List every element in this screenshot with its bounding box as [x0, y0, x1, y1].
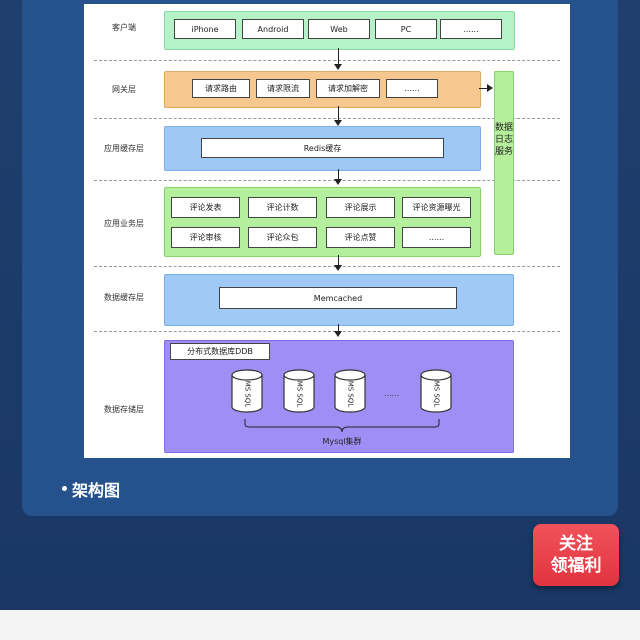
database-icon: MS SQL	[334, 369, 366, 413]
connector	[338, 324, 339, 332]
follow-button[interactable]: 关注 领福利	[533, 524, 619, 586]
database-icon: MS SQL	[420, 369, 452, 413]
database-label: MS SQL	[295, 380, 303, 408]
business-item: 评论点赞	[326, 227, 395, 248]
log-service-box: 数据日志服务	[494, 71, 514, 255]
redis-cache-box: Redis缓存	[201, 138, 444, 158]
business-item: 评论计数	[248, 197, 317, 218]
layer-label-data-cache: 数据缓存层	[104, 293, 144, 302]
arrow-down-icon	[334, 179, 342, 185]
layer-label-client: 客户端	[112, 23, 136, 32]
database-icon: MS SQL	[283, 369, 315, 413]
business-item: ......	[402, 227, 471, 248]
database-ellipsis: ......	[384, 389, 400, 398]
bottom-strip	[0, 610, 640, 640]
cluster-label: Mysql集群	[322, 437, 362, 446]
arrow-down-icon	[334, 64, 342, 70]
layer-label-data-storage: 数据存储层	[104, 405, 144, 414]
separator	[94, 331, 560, 332]
layer-label-gateway: 网关层	[112, 85, 136, 94]
business-item: 评论资源曝光	[402, 197, 471, 218]
separator	[94, 180, 560, 181]
caption: 架构图	[72, 481, 121, 500]
gateway-item-routing: 请求路由	[192, 79, 250, 98]
separator	[94, 266, 560, 267]
layer-label-app-business: 应用业务层	[104, 219, 144, 228]
separator	[94, 60, 560, 61]
gateway-item-more: ......	[386, 79, 438, 98]
log-service-label: 数据日志服务	[495, 123, 514, 157]
architecture-diagram: 客户端 iPhone Android Web PC ...... 网关层 请求路…	[84, 4, 570, 458]
connector	[338, 106, 339, 122]
client-item-iphone: iPhone	[174, 19, 236, 39]
layer-label-app-cache: 应用缓存层	[104, 144, 144, 153]
database-label: MS SQL	[432, 380, 440, 408]
connector	[338, 169, 339, 181]
ddb-label-box: 分布式数据库DDB	[170, 343, 270, 360]
arrow-down-icon	[334, 331, 342, 337]
arrow-down-icon	[334, 120, 342, 126]
connector	[338, 48, 339, 66]
client-item-android: Android	[242, 19, 304, 39]
connector	[479, 88, 487, 89]
client-item-more: ......	[440, 19, 502, 39]
arrow-down-icon	[334, 265, 342, 271]
business-item: 评论审核	[171, 227, 240, 248]
gateway-item-rate-limit: 请求限流	[256, 79, 310, 98]
follow-button-line2: 领福利	[550, 556, 602, 576]
business-item: 评论众包	[248, 227, 317, 248]
database-label: MS SQL	[346, 380, 354, 408]
business-item: 评论展示	[326, 197, 395, 218]
cluster-brace	[244, 419, 440, 433]
database-label: MS SQL	[243, 380, 251, 408]
arrow-right-icon	[487, 84, 493, 92]
client-item-pc: PC	[375, 19, 437, 39]
memcached-box: Memcached	[219, 287, 457, 309]
database-icon: MS SQL	[231, 369, 263, 413]
business-item: 评论发表	[171, 197, 240, 218]
connector	[338, 255, 339, 267]
gateway-item-encryption: 请求加解密	[316, 79, 380, 98]
content-card: 客户端 iPhone Android Web PC ...... 网关层 请求路…	[22, 0, 618, 516]
separator	[94, 118, 560, 119]
follow-button-line1: 关注	[559, 534, 593, 554]
bullet-icon	[62, 486, 67, 491]
client-item-web: Web	[308, 19, 370, 39]
